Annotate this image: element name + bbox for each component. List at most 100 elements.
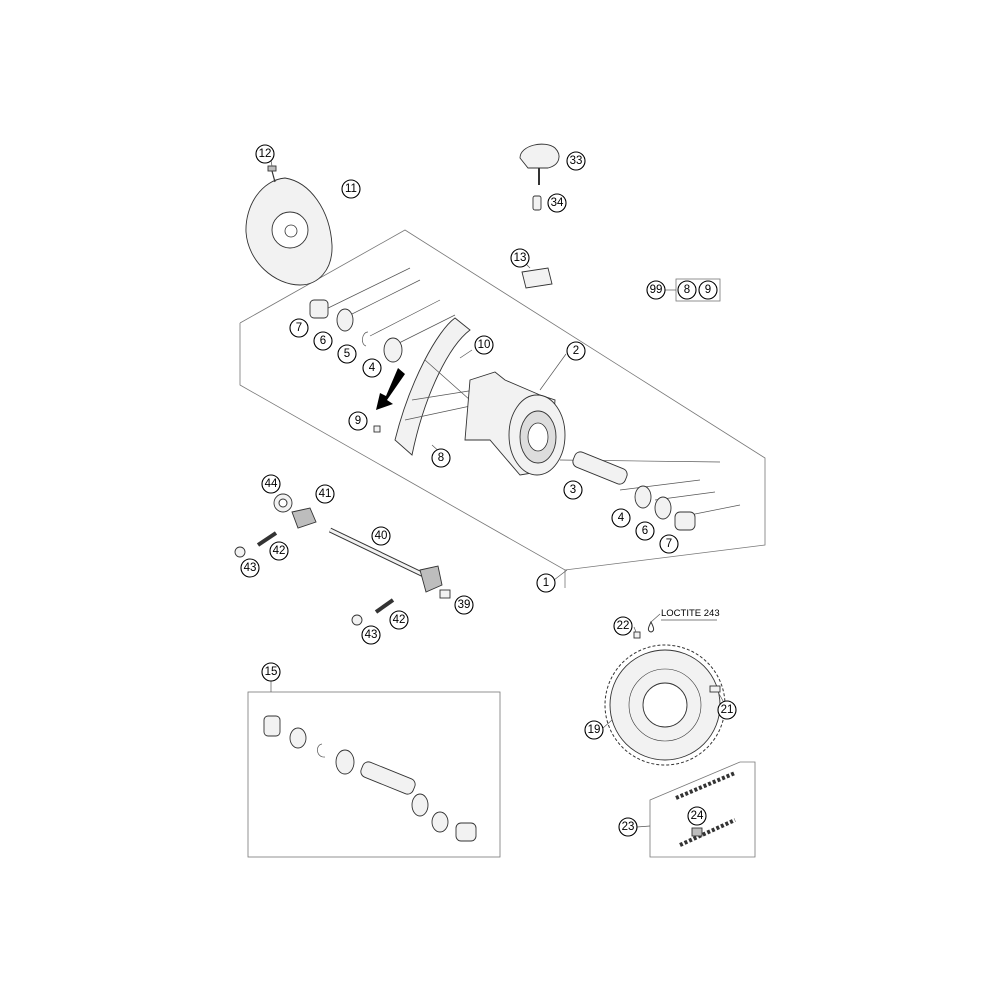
callout-1-label: 1 bbox=[543, 577, 549, 589]
axle bbox=[328, 527, 443, 593]
callout-41-label: 41 bbox=[319, 488, 332, 500]
callout-6b-label: 6 bbox=[642, 525, 648, 537]
right-seal bbox=[654, 496, 672, 520]
left-bearing bbox=[383, 337, 403, 363]
callout-1: 1 bbox=[536, 573, 556, 593]
callout-99-label: 99 bbox=[650, 284, 663, 296]
callout-22: 22 bbox=[613, 616, 633, 636]
right-spacer bbox=[674, 511, 696, 531]
callout-11: 11 bbox=[341, 179, 361, 199]
callout-42b: 42 bbox=[389, 610, 409, 630]
callout-7a: 7 bbox=[289, 318, 309, 338]
valve-nut bbox=[532, 195, 542, 211]
callout-4b: 4 bbox=[611, 508, 631, 528]
kit-item-8-label: 8 bbox=[684, 284, 690, 296]
lock-nut-right bbox=[351, 614, 363, 626]
callout-7a-label: 7 bbox=[296, 322, 302, 334]
callout-42b-label: 42 bbox=[393, 614, 406, 626]
left-spacer bbox=[309, 299, 329, 319]
chain-kit-box bbox=[649, 761, 756, 858]
circlip-left bbox=[362, 331, 369, 347]
left-seal bbox=[336, 308, 354, 332]
callout-4a: 4 bbox=[362, 358, 382, 378]
adjuster-screw-right bbox=[374, 598, 395, 614]
sprocket-screw-top bbox=[633, 631, 641, 639]
chain-adjuster-left bbox=[291, 507, 317, 529]
hub-spacer-tube bbox=[572, 451, 628, 485]
callout-41: 41 bbox=[315, 484, 335, 504]
kit-item-9-label: 9 bbox=[705, 284, 711, 296]
callout-15: 15 bbox=[261, 662, 281, 682]
callout-33: 33 bbox=[566, 151, 586, 171]
callout-19-label: 19 bbox=[588, 724, 601, 736]
callout-43b: 43 bbox=[361, 625, 381, 645]
callout-43a: 43 bbox=[240, 558, 260, 578]
sprocket bbox=[604, 644, 726, 766]
callout-6a: 6 bbox=[313, 331, 333, 351]
callout-2-label: 2 bbox=[573, 345, 579, 357]
clamp-screw bbox=[439, 589, 451, 599]
callout-8-label: 8 bbox=[438, 452, 444, 464]
rim bbox=[394, 317, 476, 456]
callout-4a-label: 4 bbox=[369, 362, 376, 374]
kit-item-8: 8 bbox=[677, 280, 697, 300]
small-screw bbox=[373, 425, 381, 433]
callout-42a-label: 42 bbox=[273, 545, 286, 557]
callout-5-label: 5 bbox=[344, 348, 350, 360]
callout-44-label: 44 bbox=[265, 478, 278, 490]
brake-disc bbox=[245, 177, 333, 286]
callout-34: 34 bbox=[547, 193, 567, 213]
callout-9-label: 9 bbox=[355, 415, 361, 427]
callout-21-label: 21 bbox=[721, 704, 734, 716]
callout-99: 99 bbox=[646, 280, 666, 300]
sprocket-nut bbox=[709, 685, 721, 693]
callout-40: 40 bbox=[371, 526, 391, 546]
callout-2: 2 bbox=[566, 341, 586, 361]
callout-43a-label: 43 bbox=[244, 562, 257, 574]
callout-9: 9 bbox=[348, 411, 368, 431]
callout-6b: 6 bbox=[635, 521, 655, 541]
callout-13: 13 bbox=[510, 248, 530, 268]
callout-21: 21 bbox=[717, 700, 737, 720]
callout-22-label: 22 bbox=[617, 620, 630, 632]
disc-screw bbox=[267, 165, 277, 183]
callout-8: 8 bbox=[431, 448, 451, 468]
callout-42a: 42 bbox=[269, 541, 289, 561]
callout-3: 3 bbox=[563, 480, 583, 500]
callout-12: 12 bbox=[255, 144, 275, 164]
loctite-drop bbox=[647, 613, 661, 633]
callout-10: 10 bbox=[474, 335, 494, 355]
callout-43b-label: 43 bbox=[365, 629, 378, 641]
loctite-note: LOCTITE 243 bbox=[661, 608, 720, 619]
callout-23: 23 bbox=[618, 817, 638, 837]
callout-13-label: 13 bbox=[514, 252, 527, 264]
callout-24: 24 bbox=[687, 806, 707, 826]
callout-39: 39 bbox=[454, 595, 474, 615]
hub bbox=[464, 371, 566, 476]
callout-5: 5 bbox=[337, 344, 357, 364]
callout-11-label: 11 bbox=[345, 183, 357, 195]
callout-24-label: 24 bbox=[691, 810, 704, 822]
callout-19: 19 bbox=[584, 720, 604, 740]
bearing-kit-box bbox=[247, 672, 501, 858]
callout-4b-label: 4 bbox=[618, 512, 625, 524]
kit-99-box bbox=[664, 278, 721, 302]
right-bearing bbox=[634, 485, 652, 509]
callout-3-label: 3 bbox=[570, 484, 576, 496]
callout-15-label: 15 bbox=[265, 666, 278, 678]
callout-6a-label: 6 bbox=[320, 335, 326, 347]
callout-10-label: 10 bbox=[478, 339, 491, 351]
callout-12-label: 12 bbox=[259, 148, 272, 160]
rim-lock bbox=[519, 143, 560, 185]
callout-7b: 7 bbox=[659, 534, 679, 554]
adjuster-screw-left bbox=[256, 531, 278, 547]
callout-40-label: 40 bbox=[375, 530, 388, 542]
label-sticker bbox=[521, 267, 553, 289]
lock-nut-left bbox=[234, 546, 246, 558]
axle-nut bbox=[273, 493, 293, 513]
kit-item-9: 9 bbox=[698, 280, 718, 300]
callout-44: 44 bbox=[261, 474, 281, 494]
callout-7b-label: 7 bbox=[666, 538, 672, 550]
